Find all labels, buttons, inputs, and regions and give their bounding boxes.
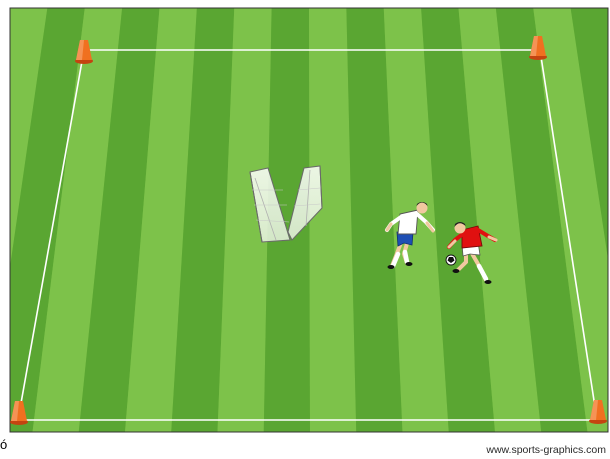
edge-mark: ó <box>0 438 7 451</box>
credit-watermark: www.sports-graphics.com <box>486 444 606 456</box>
soccer-ball <box>446 255 456 265</box>
